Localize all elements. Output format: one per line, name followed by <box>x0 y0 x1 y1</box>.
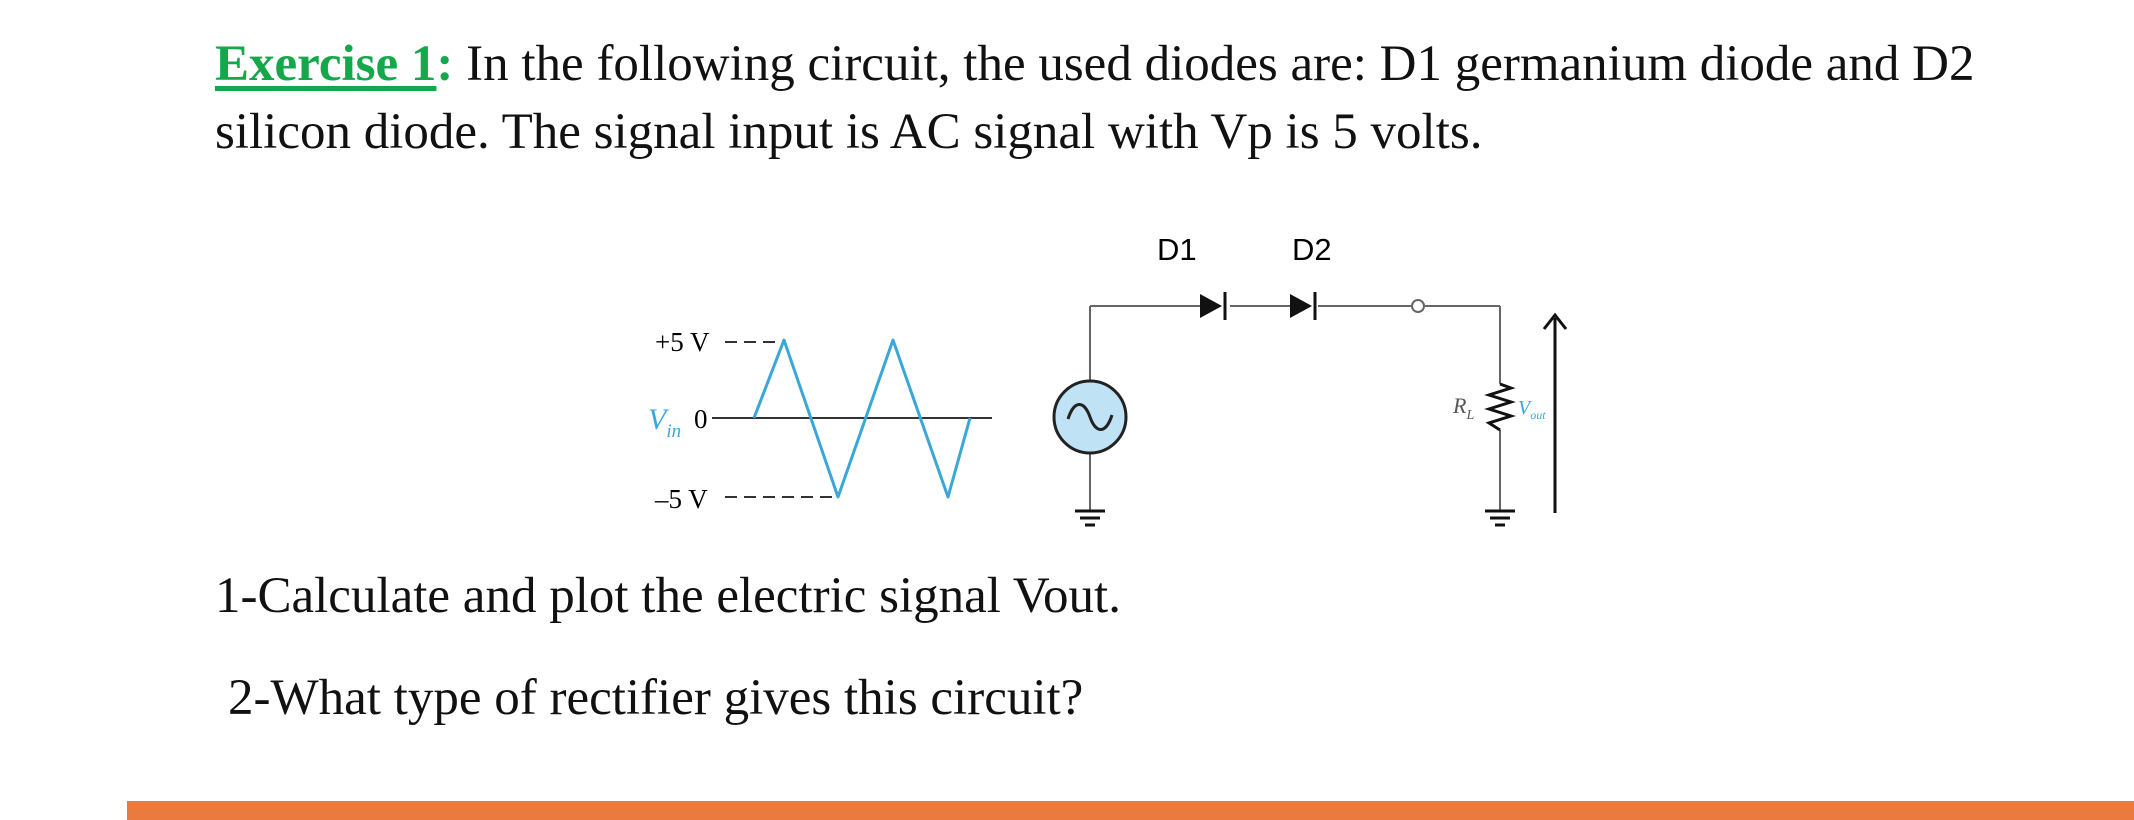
vin-label: Vin <box>648 403 681 442</box>
ground-icon <box>1485 509 1515 527</box>
question-2: 2-What type of rectifier gives this circ… <box>228 670 1084 726</box>
diode-icon <box>1290 292 1317 320</box>
sine-wave <box>752 338 972 499</box>
zero-volt-label: 0 <box>694 404 708 434</box>
exercise-intro: Exercise 1: In the following circuit, th… <box>215 30 2035 166</box>
diode-icon <box>1200 292 1227 320</box>
exercise-text: In the following circuit, the used diode… <box>215 36 1975 160</box>
ac-source-icon <box>1052 379 1128 455</box>
input-waveform: +5 V Vin 0 –5 V <box>648 327 992 514</box>
exercise-colon: : <box>436 36 454 92</box>
rl-label: RL <box>1452 393 1474 423</box>
ground-icon <box>1075 509 1105 527</box>
resistor-icon <box>1484 382 1516 432</box>
d1-label: D1 <box>1157 232 1197 267</box>
footer-bar <box>127 801 2134 820</box>
circuit-wires <box>1089 305 1501 510</box>
question-1: 1-Calculate and plot the electric signal… <box>215 568 1121 624</box>
output-terminal <box>1411 299 1425 313</box>
exercise-label: Exercise 1 <box>215 36 437 92</box>
vout-label: Vout <box>1518 397 1546 422</box>
minus-5v-label: –5 V <box>654 484 708 514</box>
vout-arrow <box>1542 312 1568 513</box>
d2-label: D2 <box>1292 232 1332 267</box>
plus-5v-label: +5 V <box>655 327 710 357</box>
